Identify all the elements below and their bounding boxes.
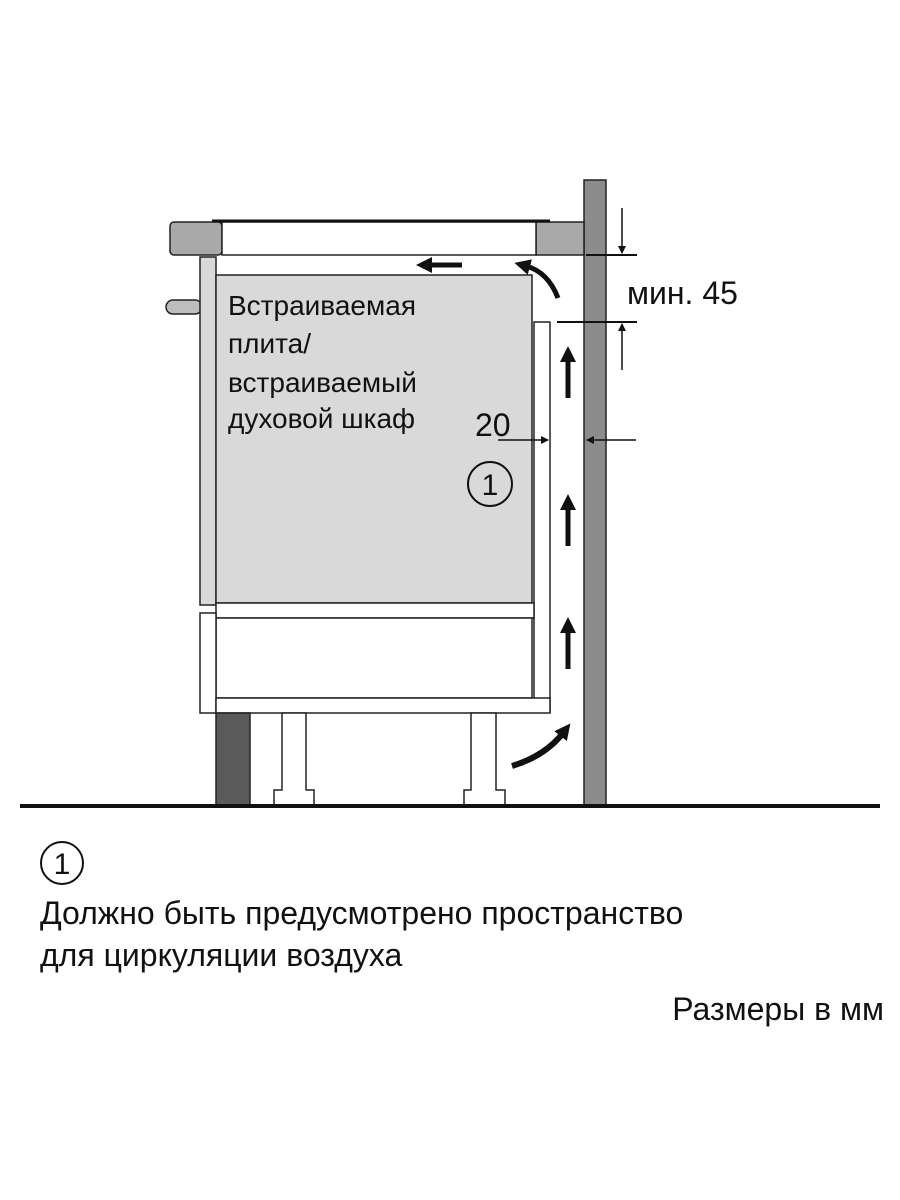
wall	[583, 179, 607, 806]
countertop-right	[535, 221, 585, 256]
legend-marker: 1	[54, 848, 71, 881]
cabinet-side-panel	[533, 321, 551, 713]
units-note: Размеры в мм	[672, 991, 884, 1027]
cooktop	[221, 221, 537, 256]
legend-circle	[40, 841, 84, 885]
drawer	[215, 617, 533, 699]
legend-text: Должно быть предусмотрено пространство д…	[40, 895, 692, 973]
cabinet-leg	[273, 712, 315, 806]
cabinet-leg	[463, 712, 506, 806]
callout-circle	[467, 461, 513, 507]
oven-front-panel	[199, 256, 217, 606]
appliance-label: Встраиваемая плита/ встраиваемый духовой…	[228, 290, 425, 434]
dimension-top-label: мин. 45	[627, 275, 738, 311]
plinth	[215, 712, 251, 806]
dimension-side-label: 20	[475, 407, 511, 443]
cabinet-base	[215, 697, 551, 714]
drawer-front	[199, 612, 217, 714]
oven-bottom-shelf	[215, 602, 535, 619]
airflow-arrow-curved-icon	[514, 259, 561, 299]
airflow-arrow-curved-icon	[511, 723, 571, 769]
countertop-left	[169, 221, 223, 256]
oven-knob	[165, 299, 203, 315]
callout-marker: 1	[482, 469, 499, 502]
